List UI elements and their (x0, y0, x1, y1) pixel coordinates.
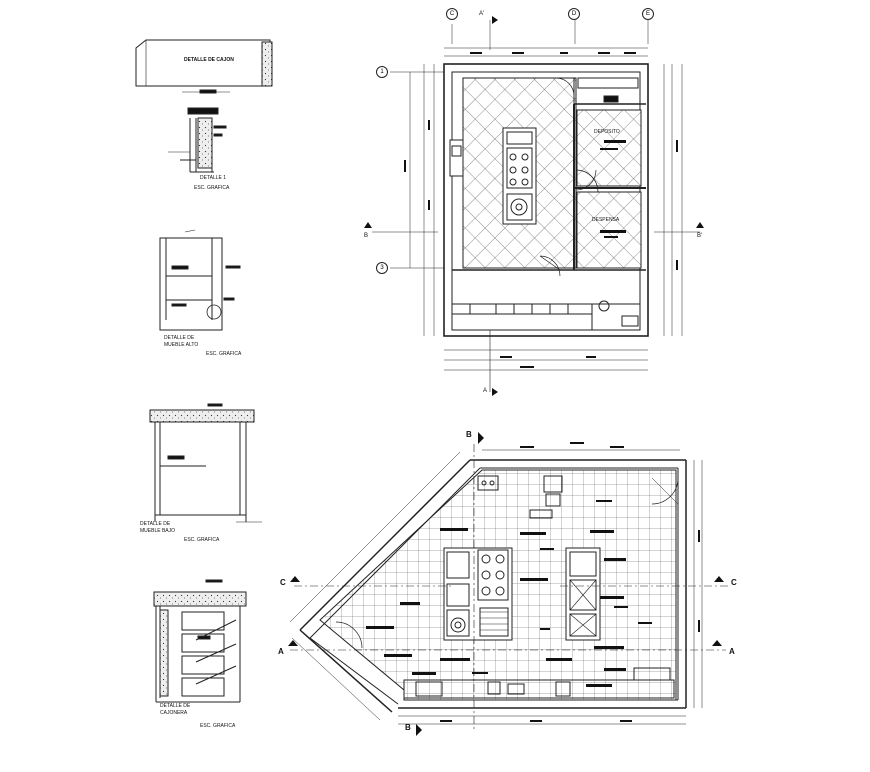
detail-bajo-label-2: MUEBLE BAJO (140, 528, 176, 534)
detail-mueble-bajo (149, 403, 262, 523)
section-c-left-label: C (280, 578, 286, 587)
grid-bubble-d: D (568, 8, 580, 20)
detail-1-scale: ESC. GRAFICA (194, 185, 230, 191)
detail-bajo-label-1: DETALLE DE (140, 521, 171, 527)
section-b-label: B (364, 233, 369, 239)
grid-bubble-1: 1 (376, 66, 388, 78)
grid-bubble-c: C (446, 8, 458, 20)
section-a-prime-label: A' (479, 11, 485, 17)
detail-cajonera (153, 579, 247, 703)
detail-alto-label-1: DETALLE DE (164, 335, 195, 341)
detail-bajo-scale: ESC. GRAFICA (184, 537, 220, 543)
room-deposito: DEPOSITO (594, 129, 620, 135)
section-a-left-label: A (278, 647, 284, 656)
grid-bubble-3: 3 (376, 262, 388, 274)
section-b-top-label: B (466, 430, 472, 439)
section-b-prime-label: B' (697, 233, 703, 239)
section-b-bottom-label: B (405, 723, 411, 732)
plan-bottom (288, 432, 730, 736)
detail-alto-label-2: MUEBLE ALTO (164, 342, 199, 348)
detail-mueble-alto (159, 229, 241, 331)
detail-1 (168, 107, 227, 173)
detail-cajon (135, 39, 273, 94)
section-a-right-label: A (729, 647, 735, 656)
section-c-right-label: C (731, 578, 737, 587)
grid-bubble-e: E (642, 8, 654, 20)
detail-1-label: DETALLE 1 (200, 175, 227, 181)
detail-cajonera-scale: ESC. GRAFICA (200, 723, 236, 729)
room-despensa: DESPENSA (592, 217, 620, 223)
detail-cajonera-label-2: CAJONERA (160, 710, 188, 716)
section-a-label: A (483, 388, 488, 394)
detail-cajon-title: DETALLE DE CAJON (184, 57, 234, 63)
plan-top (364, 16, 704, 396)
detail-cajonera-label-1: DETALLE DE (160, 703, 191, 709)
detail-alto-scale: ESC. GRAFICA (206, 351, 242, 357)
